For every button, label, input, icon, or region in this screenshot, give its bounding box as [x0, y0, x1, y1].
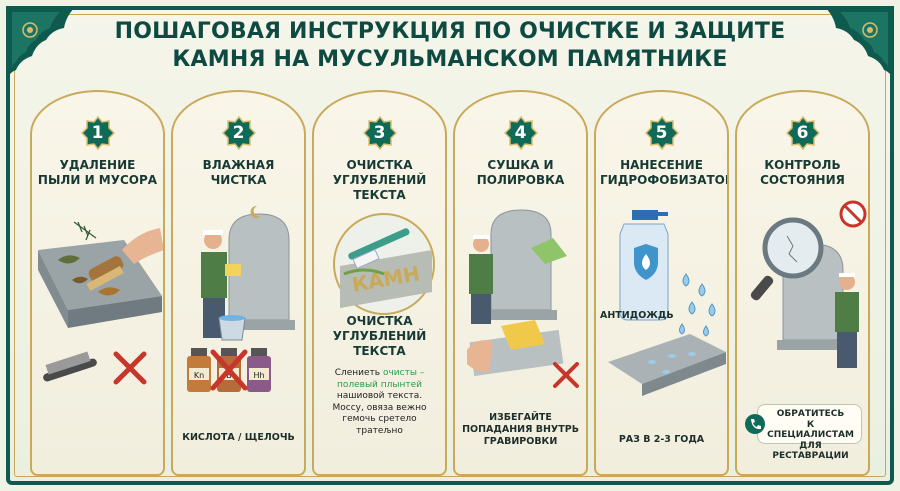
step-number: 4 [514, 123, 527, 143]
cloth-icon [531, 238, 567, 264]
man-washing-icon: Kn B Hh [187, 205, 295, 392]
toothbrush-icon: КАМН [333, 213, 435, 315]
cross-mark-icon [553, 362, 579, 388]
step-title: СУШКА И ПОЛИРОВКА [459, 158, 582, 188]
cloth-icon [501, 320, 545, 350]
step-title: УДАЛЕНИЕ ПЫЛИ И МУСОРА [36, 158, 159, 188]
specialist-callout: ОБРАТИТЕСЬ К СПЕЦИАЛИСТАМ ДЛЯ РЕСТАВРАЦИ… [745, 404, 862, 461]
leaf-icon [58, 255, 80, 264]
water-drop-icon [679, 273, 716, 337]
caption-line: ПОПАДАНИЯ ВНУТРЬ [462, 424, 579, 435]
step-title-line: ЧИСТКА [210, 173, 267, 187]
steps-row: 1 УДАЛЕНИЕ ПЫЛИ И МУСОРА 2 ВЛАЖНАЯ [30, 90, 870, 476]
step-panel-3: 3 ОЧИСТКА УГЛУБЛЕНИЙ ТЕКСТА КАМН ОЧИСТКА… [312, 90, 447, 476]
step-subtitle-line: ОЧИСТКА [346, 314, 413, 328]
caption-line: ГРАВИРОВКИ [483, 436, 558, 447]
callout-line: К СПЕЦИАЛИСТАМ [767, 419, 854, 441]
spray-bottle-icon [608, 210, 726, 396]
step-title: ОЧИСТКА УГЛУБЛЕНИЙ ТЕКСТА [318, 158, 441, 203]
step-badge: 2 [221, 115, 256, 151]
callout-text: ОБРАТИТЕСЬ К СПЕЦИАЛИСТАМ ДЛЯ РЕСТАВРАЦИ… [764, 409, 857, 462]
bottle-label: B [226, 371, 232, 380]
step-caption: РАЗ В 2-3 ГОДА [618, 434, 705, 445]
title-line: КАМНЯ НА МУСУЛЬМАНСКОМ ПАМЯТНИКЕ [172, 47, 728, 72]
step-subtitle-line: УГЛУБЛЕНИЙ [332, 329, 427, 343]
step-title-line: УДАЛЕНИЕ [59, 158, 136, 172]
cross-mark-icon [113, 351, 147, 385]
hand-brush-icon [38, 221, 163, 385]
step-title-line: УГЛУБЛЕНИЙ [332, 173, 427, 187]
leaf-icon [98, 287, 120, 296]
step-title-line: ОЧИСТКА [346, 158, 413, 172]
caption-line: ИЗБЕГАЙТЕ [489, 412, 552, 423]
step-panel-2: 2 ВЛАЖНАЯ ЧИСТКА Kn B [171, 90, 306, 476]
cross-mark-icon [210, 349, 248, 391]
step-caption: ИЗБЕГАЙТЕ ПОПАДАНИЯ ВНУТРЬ ГРАВИРОВКИ [459, 412, 582, 448]
step-badge: 6 [785, 115, 820, 151]
step-subtitle: ОЧИСТКА УГЛУБЛЕНИЙ ТЕКСТА [320, 314, 439, 359]
step-panel-6: 6 КОНТРОЛЬ СОСТОЯНИЯ ОБРАТИТЕСЬ К СПЕЦИА… [735, 90, 870, 476]
step-panel-1: 1 УДАЛЕНИЕ ПЫЛИ И МУСОРА [30, 90, 165, 476]
man-polishing-icon [467, 209, 579, 388]
step-panel-5: 5 НАНЕСЕНИЕ ГИДРОФОБИЗАТОРА АНТИДОЖДЬ РА… [594, 90, 729, 476]
man-inspecting-icon [835, 273, 859, 368]
callout-line: ОБРАТИТЕСЬ [776, 409, 845, 419]
title-line: ПОШАГОВАЯ ИНСТРУКЦИЯ ПО ОЧИСТКЕ И ЗАЩИТЕ [114, 19, 786, 44]
description-highlight: очисты – полевый плынтей [336, 368, 425, 390]
step-number: 3 [373, 123, 386, 143]
step-title-line: ПЫЛИ И МУСОРА [37, 173, 158, 187]
description-text: нашиовой текста. Моссу, овяза вежно гемо… [332, 391, 427, 436]
step-subtitle-line: ТЕКСТА [353, 344, 406, 358]
product-label: АНТИДОЖДЬ [600, 310, 674, 321]
bottle-label: Hh [253, 371, 264, 380]
step-title-line: ГИДРОФОБИЗАТОРА [600, 173, 729, 187]
step-number: 2 [232, 123, 245, 143]
step-number: 1 [91, 123, 104, 143]
step-caption: КИСЛОТА / ЩЕЛОЧЬ [182, 432, 295, 443]
step-panel-4: 4 СУШКА И ПОЛИРОВКА ИЗБЕГАЙТЕ ПОПАДАНИЯ … [453, 90, 588, 476]
step-title-line: ВЛАЖНАЯ [202, 158, 275, 172]
step-badge: 3 [362, 115, 397, 151]
step-badge: 5 [644, 115, 679, 151]
step-title-line: СОСТОЯНИЯ [760, 173, 845, 187]
step-title-line: КОНТРОЛЬ [764, 158, 841, 172]
step-title-line: ТЕКСТА [353, 188, 406, 202]
bottle-label: Kn [194, 371, 204, 380]
step-badge: 4 [503, 115, 538, 151]
page-title: ПОШАГОВАЯ ИНСТРУКЦИЯ ПО ОЧИСТКЕ И ЗАЩИТЕ… [0, 18, 900, 74]
phone-icon [745, 414, 765, 434]
step-title-line: СУШКА И [487, 158, 554, 172]
magnifier-icon [750, 200, 867, 368]
step-title-line: НАНЕСЕНИЕ [620, 158, 703, 172]
bucket-icon [218, 315, 246, 341]
step-badge: 1 [80, 115, 115, 151]
step-description: Слениеть очисты – полевый плынтей нашиов… [322, 368, 437, 437]
step-title: НАНЕСЕНИЕ ГИДРОФОБИЗАТОРА [600, 158, 729, 188]
step-title: КОНТРОЛЬ СОСТОЯНИЯ [741, 158, 864, 188]
step-number: 6 [796, 123, 809, 143]
step-title-line: ПОЛИРОВКА [476, 173, 565, 187]
wire-brush-icon [43, 351, 97, 382]
corner-ornament-icon [824, 6, 894, 80]
callout-line: ДЛЯ РЕСТАВРАЦИИ [772, 440, 849, 462]
corner-ornament-icon [6, 6, 76, 80]
leaf-icon [72, 276, 88, 284]
step-number: 5 [655, 123, 668, 143]
step-title: ВЛАЖНАЯ ЧИСТКА [177, 158, 300, 188]
no-symbol-icon [839, 200, 867, 228]
description-text: Слениеть [334, 368, 383, 378]
